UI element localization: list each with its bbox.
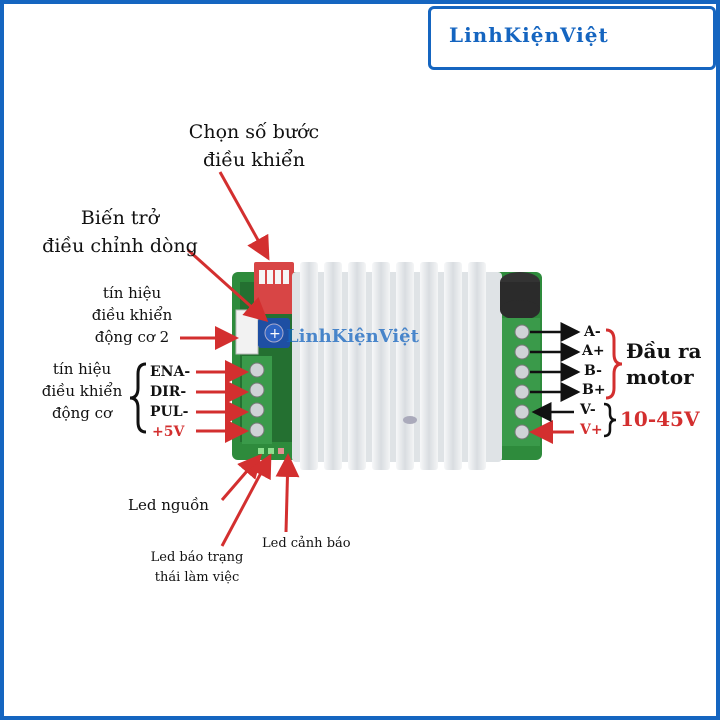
label-signal2-line2: điều khiển: [91, 306, 173, 324]
label-motor-output: Đầu ra motor: [626, 338, 701, 390]
label-dip-switch-line1: Chọn số bước: [188, 121, 320, 143]
pin-5v: +5V: [152, 424, 185, 440]
left-brace: [129, 362, 147, 434]
pin-a-plus: A+: [582, 343, 605, 359]
label-potentiometer-line2: điều chỉnh dòng: [42, 235, 198, 257]
input-terminal-block: [242, 356, 272, 444]
led-warning: [278, 448, 284, 454]
pin-ena: ENA-: [150, 364, 191, 380]
svg-text:+: +: [269, 326, 281, 342]
label-led-status-line1: Led báo trạng: [150, 550, 244, 565]
annotation-arrows: [180, 171, 574, 547]
connector-signal2: [235, 309, 259, 355]
potentiometer: +: [258, 318, 290, 348]
output-arrows: [530, 322, 581, 422]
label-led-warning: Led cảnh báo: [262, 536, 351, 551]
dip-switch: [254, 262, 294, 314]
label-signal2: tín hiệu điều khiển động cơ 2: [72, 282, 192, 348]
heatsink: [292, 262, 502, 470]
pin-a-minus: A-: [584, 324, 601, 340]
label-voltage: 10-45V: [620, 407, 700, 431]
label-potentiometer: Biến trở điều chỉnh dòng: [40, 204, 200, 260]
pin-v-plus: V+: [580, 422, 603, 438]
pin-dir: DIR-: [150, 384, 187, 400]
capacitor: [500, 272, 540, 320]
label-signal2-line3: động cơ 2: [94, 328, 170, 346]
pin-v-minus: V-: [580, 402, 596, 418]
led-power: [258, 448, 264, 454]
label-signal-line2: điều khiển: [41, 382, 123, 400]
label-motor-output-line1: Đầu ra: [626, 339, 702, 363]
label-led-power: Led nguồn: [128, 496, 209, 514]
label-motor-output-line2: motor: [626, 365, 694, 389]
label-signal2-line1: tín hiệu: [102, 284, 162, 302]
voltage-brace: [603, 402, 617, 438]
pin-pul: PUL-: [150, 404, 189, 420]
pin-b-minus: B-: [584, 363, 602, 379]
output-brace: [605, 328, 623, 400]
label-potentiometer-line1: Biến trở: [80, 207, 160, 229]
output-terminal-block: [502, 318, 540, 446]
label-led-status-line2: thái làm việc: [154, 570, 240, 585]
logo-text: LinhKiệnViệt: [449, 23, 609, 47]
label-dip-switch-line2: điều khiển: [203, 149, 305, 171]
led-status: [268, 448, 274, 454]
label-signal-line1: tín hiệu: [52, 360, 112, 378]
label-signal: tín hiệu điều khiển động cơ: [32, 358, 132, 424]
label-dip-switch: Chọn số bước điều khiển: [184, 118, 324, 174]
brand-logo: LinhKiệnViệt: [428, 6, 716, 70]
label-signal-line3: động cơ: [51, 404, 113, 422]
label-led-status: Led báo trạng thái làm việc: [142, 548, 252, 588]
pin-b-plus: B+: [582, 382, 606, 398]
watermark-text: LinhKiệnViệt: [286, 326, 419, 347]
